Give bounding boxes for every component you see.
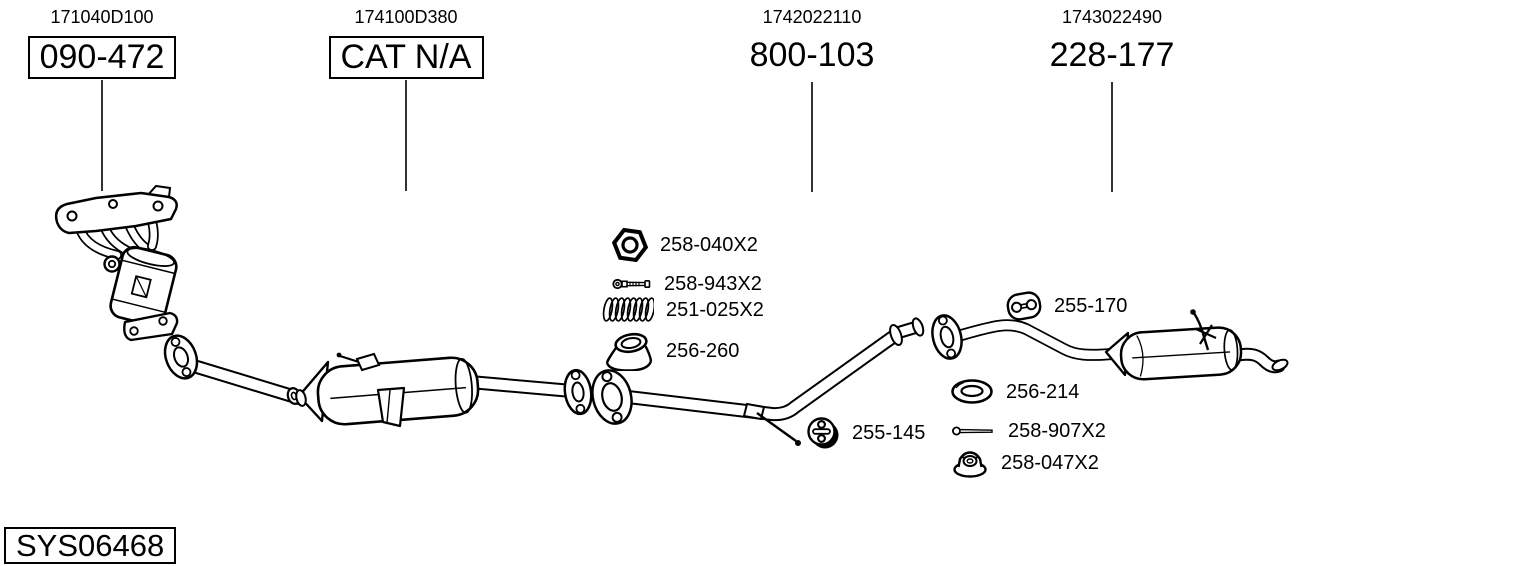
- part-item: 255-170: [1006, 290, 1127, 322]
- rear-muffler-drawing: [931, 309, 1289, 381]
- part-item: 258-907X2: [952, 420, 1106, 442]
- rubber-hanger-icon: [1006, 291, 1042, 321]
- oe-ref-number: 1743022490: [1061, 7, 1163, 27]
- manifold-cat-drawing: [54, 184, 179, 342]
- rubber-hanger-icon: [807, 417, 839, 449]
- coil-spring-icon: [602, 297, 654, 322]
- flange-nut-icon: [953, 451, 987, 478]
- ring-gasket-icon: [951, 379, 993, 404]
- oe-ref-number: 171040D100: [50, 7, 154, 27]
- section-header-manifold: 171040D100 090-472: [0, 6, 222, 79]
- part-item: 258-047X2: [951, 448, 1099, 478]
- part-code: 258-047X2: [1001, 452, 1099, 474]
- part-code: 256-260: [666, 340, 740, 362]
- system-code-box: SYS06468: [4, 527, 177, 564]
- part-code-label: 228-177: [1049, 36, 1175, 74]
- part-code: 255-145: [852, 422, 926, 444]
- system-code: SYS06468: [16, 528, 165, 563]
- part-code: 258-040X2: [660, 234, 758, 256]
- hex-nut-icon: [612, 228, 648, 262]
- part-code: 255-170: [1054, 295, 1128, 317]
- oe-ref-number: 1742022110: [762, 7, 862, 27]
- rear-flange: [931, 314, 963, 360]
- part-item: 258-943X2: [612, 273, 762, 295]
- section-header-center-muffler: 174100D380 CAT N/A: [286, 6, 526, 79]
- section-header-front-pipe: 1742022110 800-103: [692, 6, 932, 75]
- long-bolt-icon: [952, 426, 993, 436]
- front-pipe-drawing: [591, 317, 925, 446]
- pointer-lines: [101, 80, 1113, 192]
- part-code-label: 090-472: [27, 36, 177, 79]
- part-item: 256-214: [950, 378, 1079, 405]
- part-item: 255-145: [806, 416, 925, 450]
- part-code: 258-943X2: [664, 273, 762, 295]
- part-code: 256-214: [1006, 380, 1080, 403]
- inlet-flange: [163, 334, 199, 380]
- part-code-label: 800-103: [749, 36, 875, 74]
- part-code-label: CAT N/A: [328, 36, 484, 79]
- flared-gasket-icon: [605, 332, 653, 371]
- bolt-icon: [612, 278, 651, 290]
- part-code: 258-907X2: [1008, 420, 1106, 442]
- part-item: 258-040X2: [612, 228, 758, 262]
- outlet-flange: [563, 368, 593, 416]
- oe-ref-number: 174100D380: [354, 7, 458, 27]
- part-item: 256-260: [602, 331, 739, 371]
- section-header-rear-muffler: 1743022490 228-177: [992, 6, 1232, 75]
- front-pipe-flange: [591, 369, 633, 425]
- part-code: 251-025X2: [666, 298, 764, 321]
- part-item: 251-025X2: [602, 296, 764, 323]
- center-muffler-drawing: [163, 334, 593, 428]
